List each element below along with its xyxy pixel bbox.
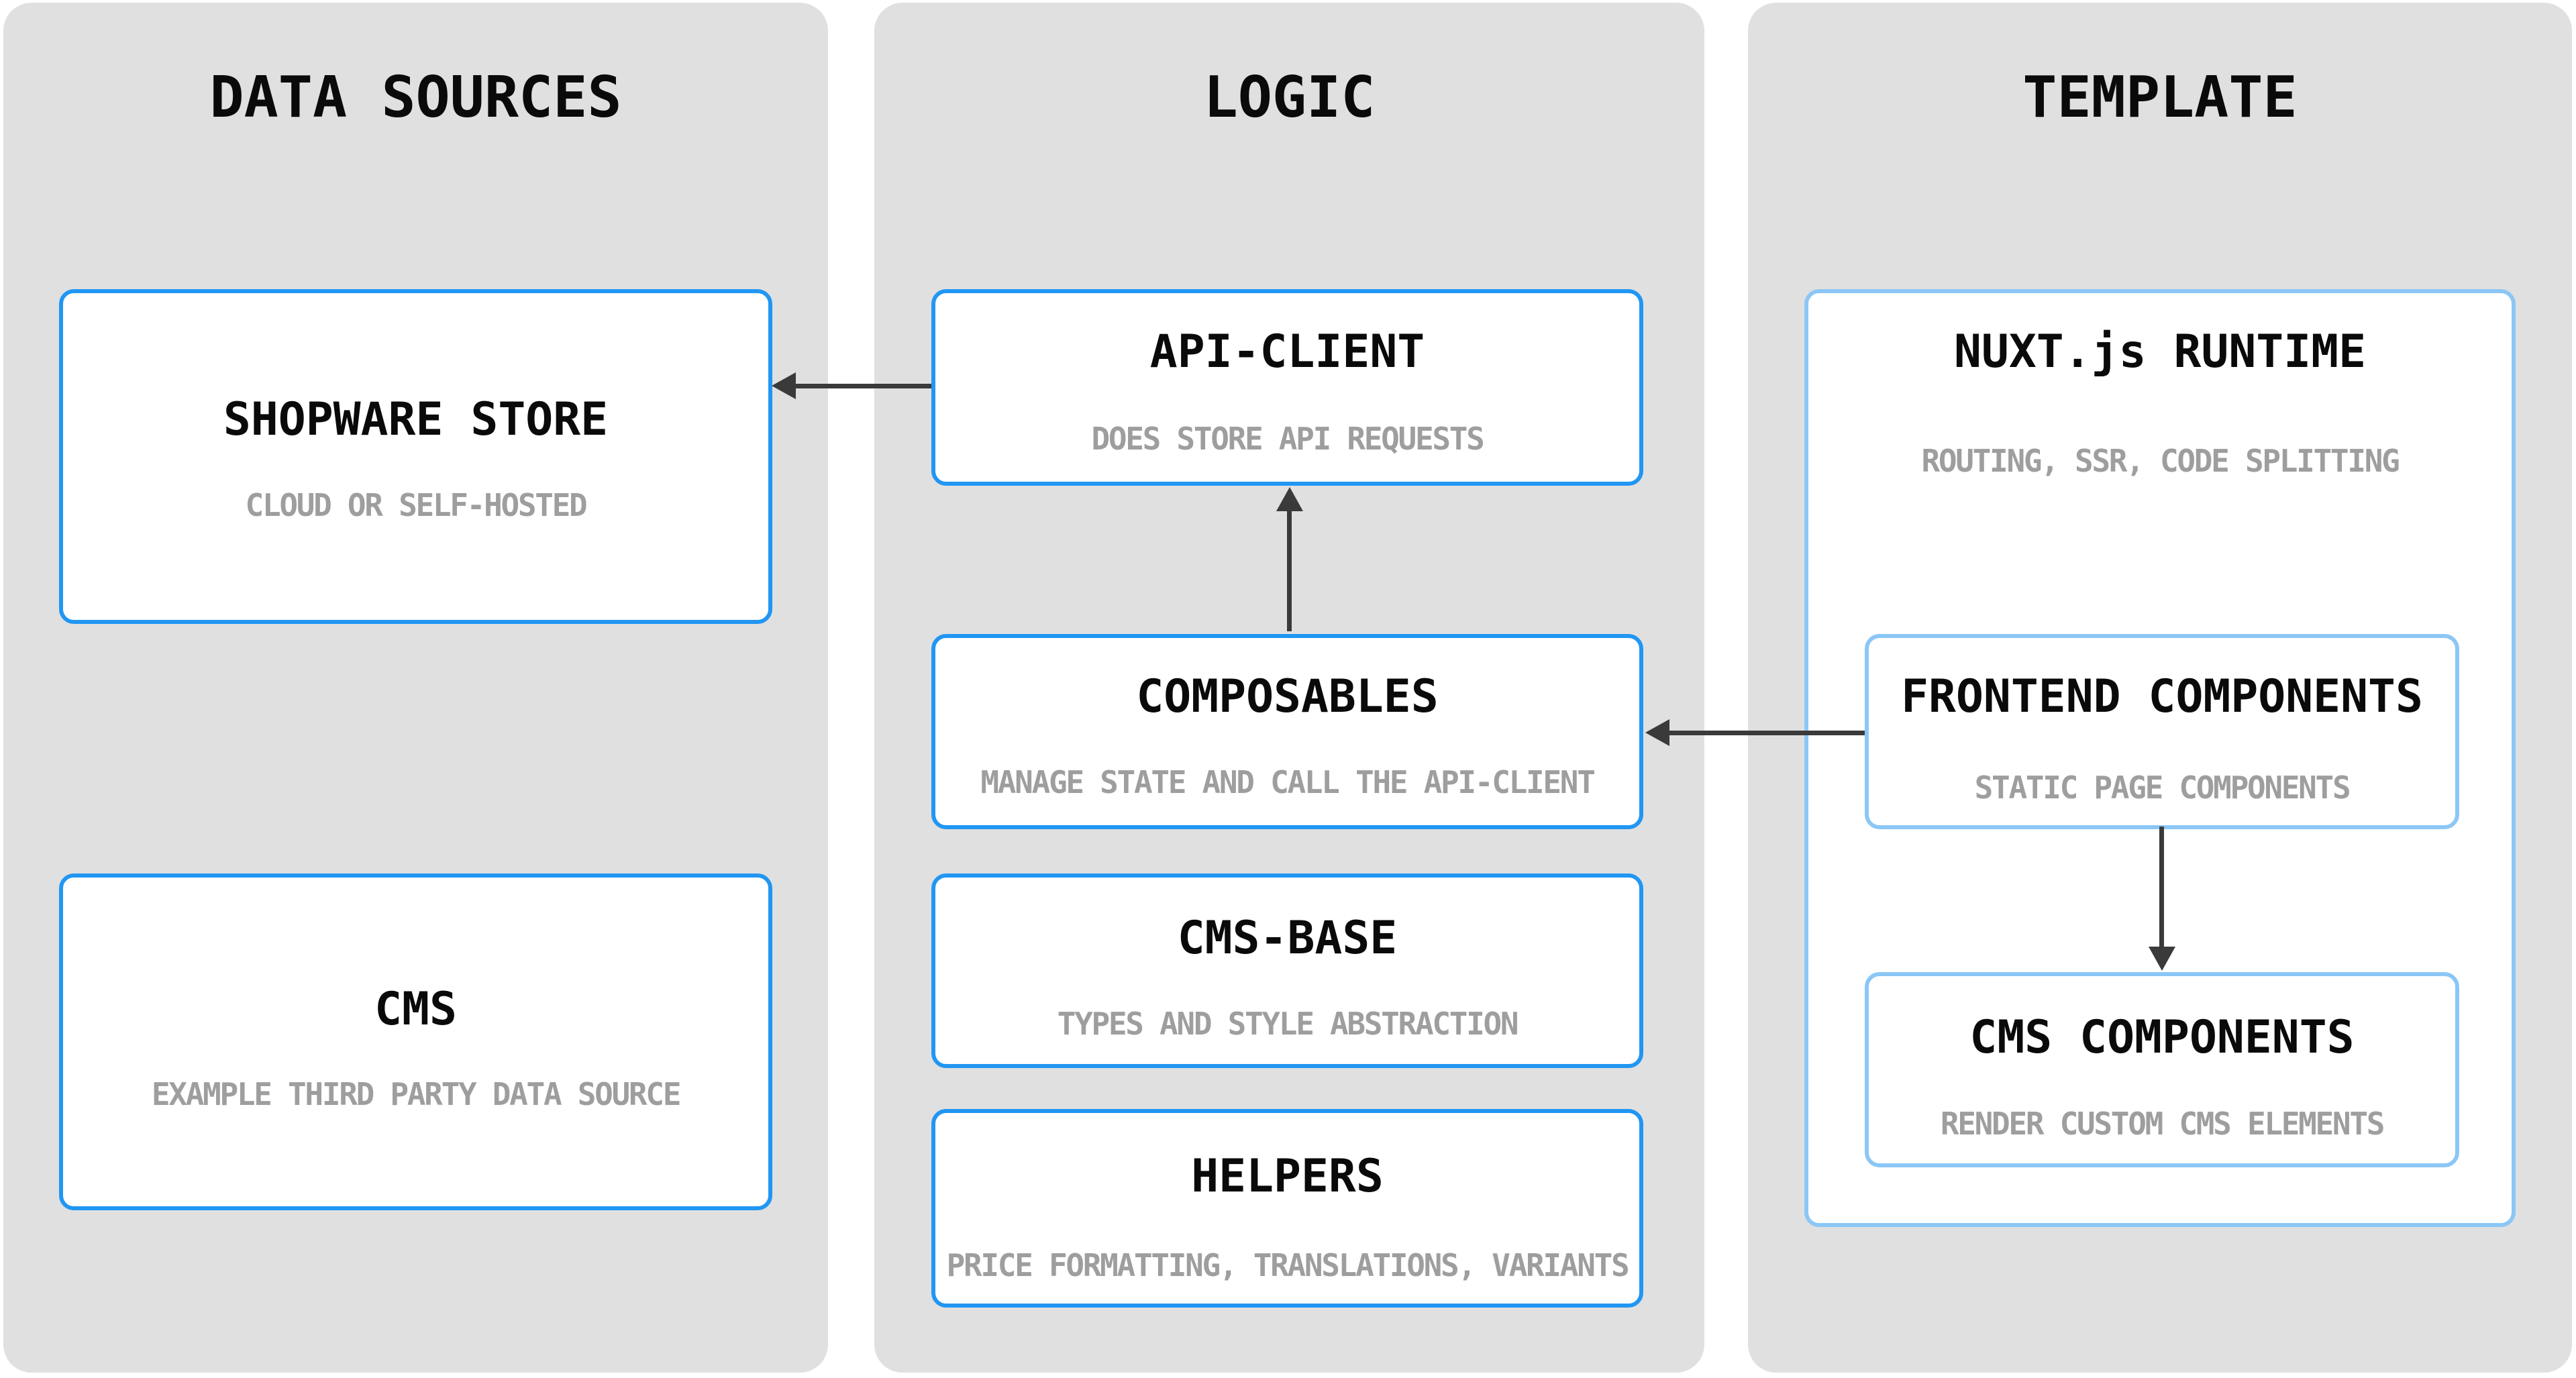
arrow-line — [2159, 827, 2164, 948]
box-cms-base: CMS-BASE TYPES AND STYLE ABSTRACTION — [931, 873, 1643, 1068]
box-subtitle: DOES STORE API REQUESTS — [1091, 421, 1484, 457]
box-title: HELPERS — [1191, 1150, 1384, 1203]
box-subtitle: PRICE FORMATTING, TRANSLATIONS, VARIANTS — [946, 1247, 1630, 1283]
arrowhead-left-icon — [772, 372, 796, 399]
panel-data-sources: DATA SOURCES SHOPWARE STORE CLOUD OR SEL… — [3, 3, 828, 1373]
panel-title-logic: LOGIC — [1203, 64, 1376, 131]
box-title: API-CLIENT — [1149, 325, 1425, 378]
panel-logic: LOGIC API-CLIENT DOES STORE API REQUESTS… — [874, 3, 1704, 1373]
box-frontend-components: FRONTEND COMPONENTS STATIC PAGE COMPONEN… — [1865, 634, 2459, 829]
arrowhead-up-icon — [1276, 487, 1303, 511]
box-title: NUXT.js RUNTIME — [1953, 325, 2367, 378]
box-subtitle: TYPES AND STYLE ABSTRACTION — [1057, 1006, 1519, 1042]
box-title: CMS — [374, 983, 457, 1036]
box-cms-components: CMS COMPONENTS RENDER CUSTOM CMS ELEMENT… — [1865, 972, 2459, 1167]
box-cms: CMS EXAMPLE THIRD PARTY DATA SOURCE — [59, 873, 772, 1210]
panel-title-data-sources: DATA SOURCES — [209, 64, 622, 131]
box-api-client: API-CLIENT DOES STORE API REQUESTS — [931, 289, 1643, 486]
box-title: CMS COMPONENTS — [1969, 1011, 2355, 1064]
box-subtitle: STATIC PAGE COMPONENTS — [1974, 770, 2351, 806]
box-composables: COMPOSABLES MANAGE STATE AND CALL THE AP… — [931, 634, 1643, 829]
box-title: FRONTEND COMPONENTS — [1901, 670, 2423, 723]
arrowhead-left-icon — [1645, 719, 1669, 746]
box-subtitle: MANAGE STATE AND CALL THE API-CLIENT — [980, 764, 1596, 800]
arrow-line — [794, 384, 931, 388]
box-subtitle: ROUTING, SSR, CODE SPLITTING — [1921, 443, 2400, 479]
box-title: SHOPWARE STORE — [223, 393, 609, 446]
box-subtitle: EXAMPLE THIRD PARTY DATA SOURCE — [151, 1076, 682, 1112]
arrowhead-down-icon — [2149, 947, 2175, 971]
box-subtitle: RENDER CUSTOM CMS ELEMENTS — [1940, 1106, 2385, 1142]
box-subtitle: CLOUD OR SELF-HOSTED — [245, 487, 588, 523]
arrow-line — [1287, 510, 1292, 631]
box-shopware-store: SHOPWARE STORE CLOUD OR SELF-HOSTED — [59, 289, 772, 624]
panel-template: TEMPLATE NUXT.js RUNTIME ROUTING, SSR, C… — [1748, 3, 2572, 1373]
box-helpers: HELPERS PRICE FORMATTING, TRANSLATIONS, … — [931, 1109, 1643, 1308]
box-title: COMPOSABLES — [1136, 670, 1439, 723]
box-title: CMS-BASE — [1177, 912, 1398, 965]
arrow-line — [1668, 731, 1865, 735]
panel-title-template: TEMPLATE — [2022, 64, 2298, 131]
